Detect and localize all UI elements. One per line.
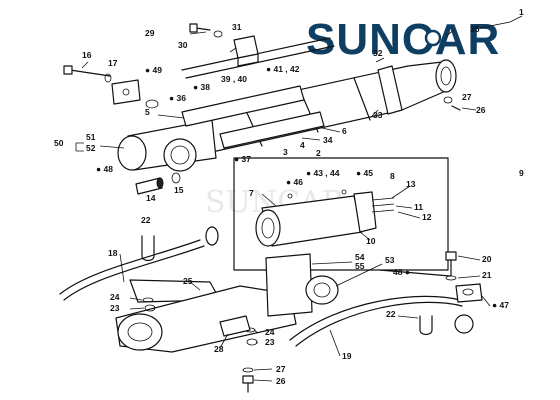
- callout-50: 50: [54, 138, 64, 148]
- callout-9: 9: [519, 168, 524, 178]
- callout-17: 17: [108, 58, 118, 68]
- logo-text-ar: AR: [435, 15, 501, 64]
- callout-27-bottom: 27: [276, 364, 286, 374]
- callout-38: ● 38: [193, 82, 210, 92]
- callout-37: ● 37: [234, 154, 251, 164]
- callout-29: 29: [145, 28, 155, 38]
- callout-36: ● 36: [169, 93, 186, 103]
- callout-45: ● 45: [356, 168, 373, 178]
- svg-text:SUNCAR: SUNCAR: [306, 15, 500, 64]
- callout-23-right: 23: [265, 337, 275, 347]
- callout-51: 51: [86, 132, 96, 142]
- callout-7: 7: [249, 188, 254, 198]
- suncar-logo: SUNCAR: [306, 15, 500, 64]
- callout-2: 2: [316, 148, 321, 158]
- logo-seal-ring-icon: [424, 29, 442, 47]
- callout-33: 33: [373, 110, 383, 120]
- callout-30: 30: [178, 40, 188, 50]
- callout-21: 21: [482, 270, 492, 280]
- callout-47: ● 47: [492, 300, 509, 310]
- callout-4: 4: [300, 140, 305, 150]
- callout-41-42: ● 41 , 42: [266, 64, 300, 74]
- callout-24-left: 24: [110, 292, 120, 302]
- callout-22-right: 22: [386, 309, 396, 319]
- detail-inset-parts: [255, 189, 395, 247]
- callout-25: 25: [183, 276, 193, 286]
- callouts: 1 29 30 31 35 32 16 17 ● 49 ● 38 ● 36 39…: [54, 7, 524, 386]
- callout-46: ● 46: [286, 177, 303, 187]
- callout-31: 31: [232, 22, 242, 32]
- callout-34: 34: [323, 135, 333, 145]
- callout-5: 5: [145, 107, 150, 117]
- callout-53: 53: [385, 255, 395, 265]
- callout-23-left: 23: [110, 303, 120, 313]
- callout-35: 35: [470, 24, 480, 34]
- callout-20: 20: [482, 254, 492, 264]
- callout-43-44: ● 43 , 44: [306, 168, 340, 178]
- lower-assembly: [59, 96, 483, 393]
- callout-8: 8: [390, 171, 395, 181]
- callout-48-right: 48 ●: [393, 267, 410, 277]
- callout-22-left: 22: [141, 215, 151, 225]
- logo-text-c: C: [402, 15, 435, 64]
- callout-26-top: 26: [476, 105, 486, 115]
- callout-3: 3: [283, 147, 288, 157]
- callout-49: ● 49: [145, 65, 162, 75]
- callout-12: 12: [422, 212, 432, 222]
- callout-16: 16: [82, 50, 92, 60]
- callout-19: 19: [342, 351, 352, 361]
- callout-13: 13: [406, 179, 416, 189]
- callout-14: 14: [146, 193, 156, 203]
- callout-10: 10: [366, 236, 376, 246]
- callout-6: 6: [342, 126, 347, 136]
- callout-11: 11: [414, 202, 423, 212]
- callout-18: 18: [108, 248, 118, 258]
- callout-15: 15: [174, 185, 184, 195]
- callout-26-bottom: 26: [276, 376, 286, 386]
- cylinder-body: [63, 23, 457, 195]
- callout-55: 55: [355, 261, 365, 271]
- callout-1: 1: [519, 7, 524, 17]
- callout-52: 52: [86, 143, 96, 153]
- callout-27-top: 27: [462, 92, 472, 102]
- detail-inset-frame: [233, 157, 449, 271]
- callout-39-40: 39 , 40: [221, 74, 247, 84]
- callout-48-left: ● 48: [96, 164, 113, 174]
- leader-lines: [75, 15, 523, 382]
- callout-28: 28: [214, 344, 224, 354]
- callout-54: 54: [355, 252, 365, 262]
- callout-32: 32: [373, 48, 383, 58]
- callout-24-right: 24: [265, 327, 275, 337]
